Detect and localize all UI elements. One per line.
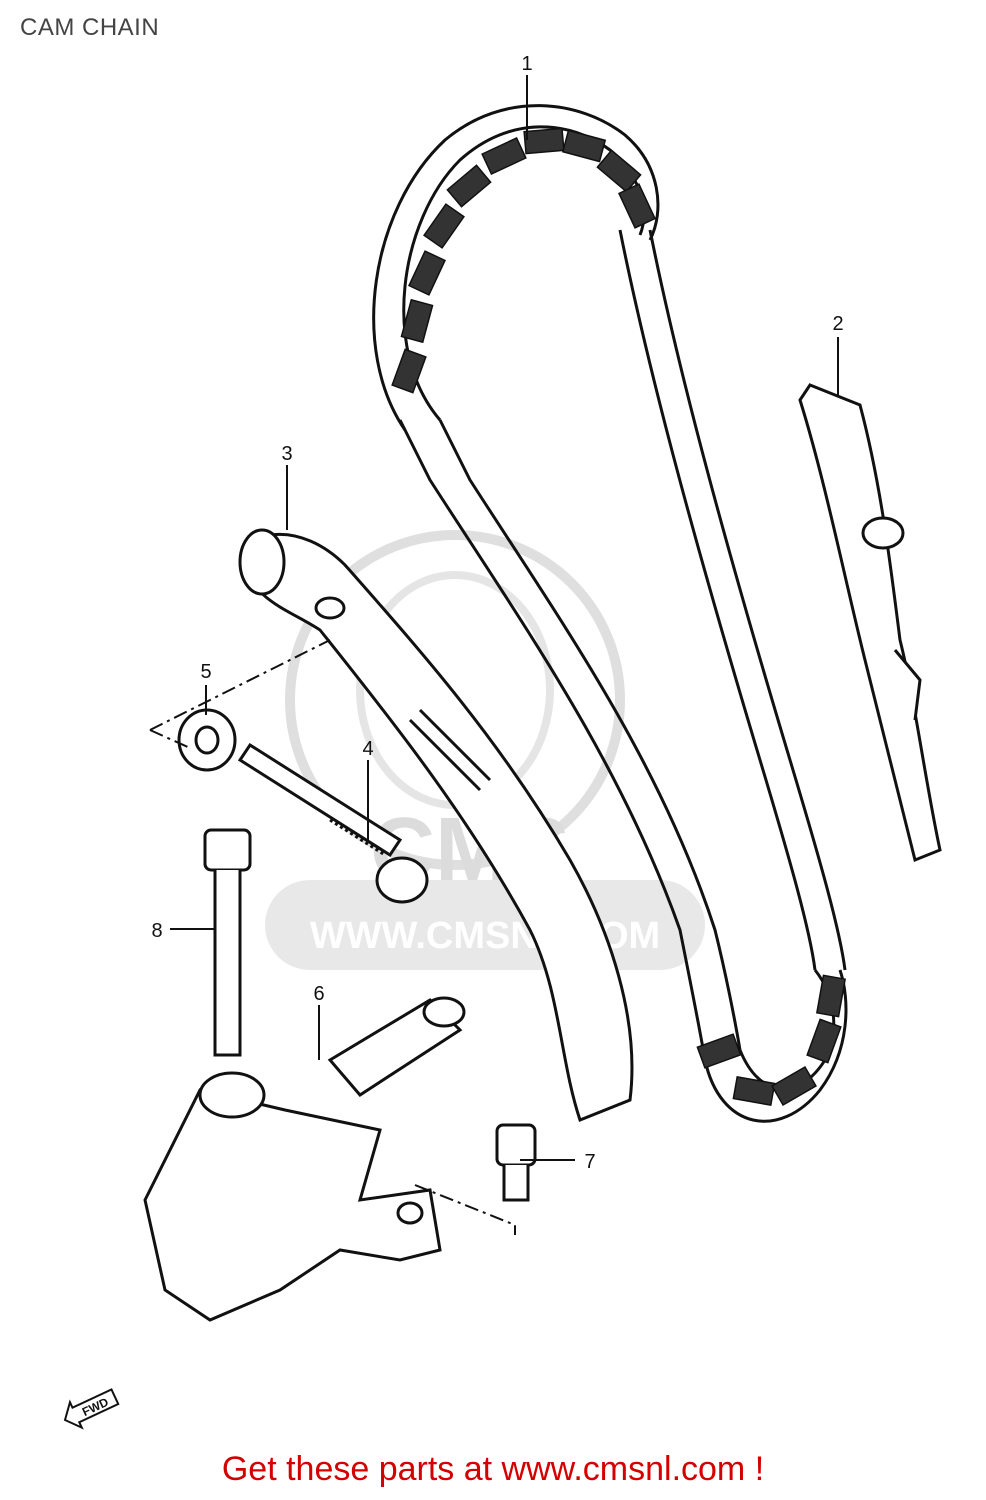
callout-7: 7 xyxy=(584,1151,595,1173)
tensioner-bolt[interactable] xyxy=(495,1123,537,1202)
tensioner-arm[interactable] xyxy=(238,528,634,1122)
callout-8: 8 xyxy=(151,920,162,942)
callout-4: 4 xyxy=(362,738,373,760)
callout-6: 6 xyxy=(313,983,324,1005)
fwd-arrow-icon: FWD xyxy=(63,1388,120,1430)
cam-chain[interactable] xyxy=(372,104,848,1123)
washer[interactable] xyxy=(177,708,237,772)
shop-link[interactable]: Get these parts at www.cmsnl.com ! xyxy=(221,1450,765,1488)
callouts: 1 2 3 4 5 6 7 8 xyxy=(151,53,843,1173)
pivot-bolt[interactable] xyxy=(237,742,429,904)
callout-1: 1 xyxy=(521,53,532,75)
cam-chain-links xyxy=(391,127,847,1107)
callout-3: 3 xyxy=(281,443,292,465)
chain-guide[interactable] xyxy=(798,383,942,863)
page-title: CAM CHAIN xyxy=(20,14,160,41)
callout-2: 2 xyxy=(832,313,843,335)
tensioner-body[interactable] xyxy=(143,996,466,1322)
leader-lines xyxy=(170,75,839,1161)
exploded-diagram: CMS WWW.CMSNL.COM xyxy=(63,53,942,1430)
long-bolt[interactable] xyxy=(203,828,252,1057)
assembly-lines xyxy=(149,639,516,1235)
callout-5: 5 xyxy=(200,661,211,683)
